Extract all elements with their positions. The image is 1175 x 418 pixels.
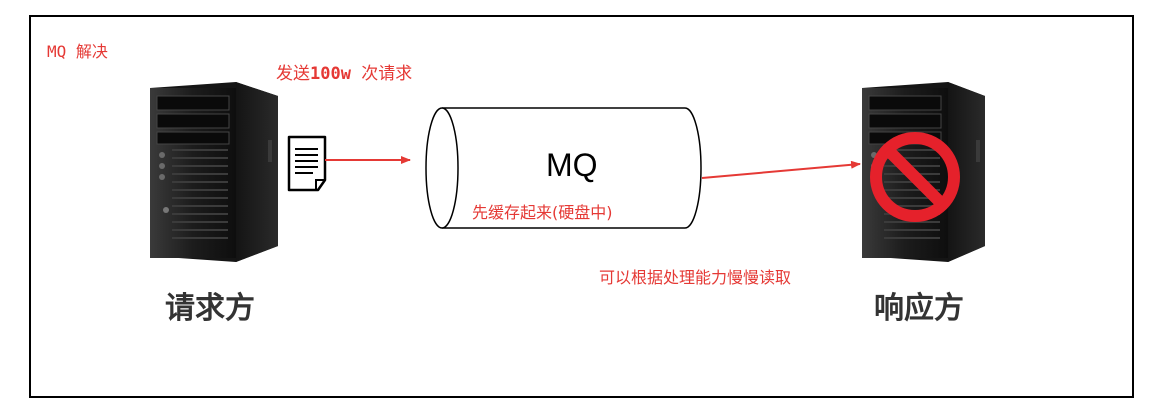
mq-label: MQ: [546, 147, 598, 183]
diagram-frame: [29, 15, 1134, 398]
send-label-count: 100w: [310, 64, 351, 84]
send-request-label: 发送100w 次请求: [276, 59, 412, 84]
read-note: 可以根据处理能力慢慢读取: [599, 268, 792, 287]
title-tag: MQ 解决: [47, 42, 108, 61]
responder-server-icon: [862, 82, 985, 262]
send-label-prefix: 发送: [276, 64, 310, 84]
send-label-suffix: 次请求: [350, 64, 413, 84]
mq-cylinder-icon: [425, 107, 702, 229]
requester-label: 请求方: [165, 291, 255, 326]
prohibited-icon: [870, 132, 960, 222]
cache-note: 先缓存起来(硬盘中): [472, 203, 613, 222]
responder-label: 响应方: [874, 291, 964, 326]
requester-server-icon: [150, 82, 278, 262]
read-arrow: [701, 160, 861, 179]
document-icon: [287, 135, 327, 192]
